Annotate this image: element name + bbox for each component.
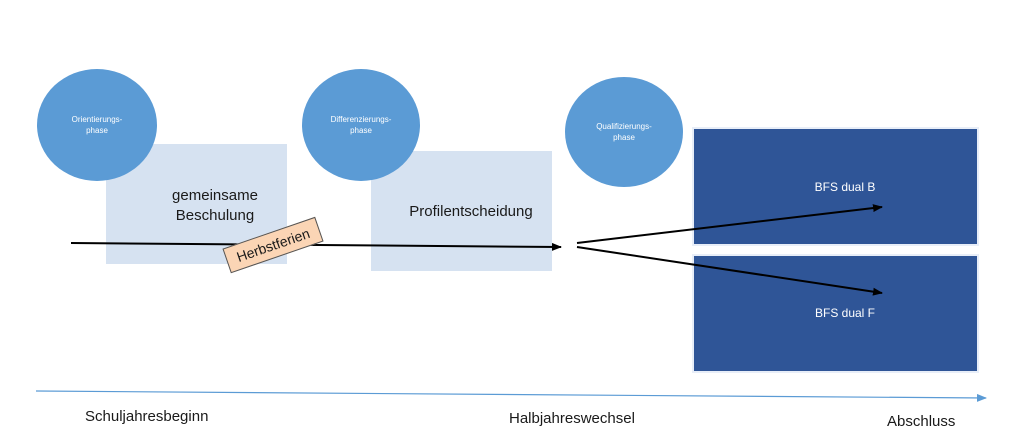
orientierungsphase-label: Orientierungs- phase bbox=[71, 115, 123, 135]
qualifizierungsphase-circle: Qualifizierungs- phase bbox=[565, 77, 683, 187]
orientierungsphase-circle: Orientierungs- phase bbox=[37, 69, 157, 181]
timeline-arrow bbox=[35, 390, 987, 402]
qualifizierungsphase-label: Qualifizierungs- phase bbox=[596, 122, 652, 142]
profilentscheidung-label: Profilentscheidung bbox=[409, 203, 533, 220]
arrow-to-bfs-b bbox=[576, 204, 883, 244]
differenzierungsphase-circle: Differenzierungs- phase bbox=[302, 69, 420, 181]
timeline-middle-label: Halbjahreswechsel bbox=[509, 410, 635, 427]
profilentscheidung-box bbox=[371, 151, 552, 271]
bfs-dual-f-label: BFS dual F bbox=[814, 306, 876, 320]
main-arrow bbox=[70, 242, 562, 251]
bfs-dual-f-box bbox=[692, 254, 979, 373]
differenzierungsphase-label: Differenzierungs- phase bbox=[330, 115, 392, 135]
arrow-to-bfs-f bbox=[576, 246, 883, 296]
bfs-dual-b-label: BFS dual B bbox=[814, 180, 876, 194]
gemeinsame-beschulung-label: gemeinsame Beschulung bbox=[172, 187, 258, 224]
timeline-start-label: Schuljahresbeginn bbox=[85, 408, 209, 425]
bfs-dual-b-box bbox=[692, 127, 979, 246]
timeline-end-label: Abschluss bbox=[887, 413, 956, 430]
